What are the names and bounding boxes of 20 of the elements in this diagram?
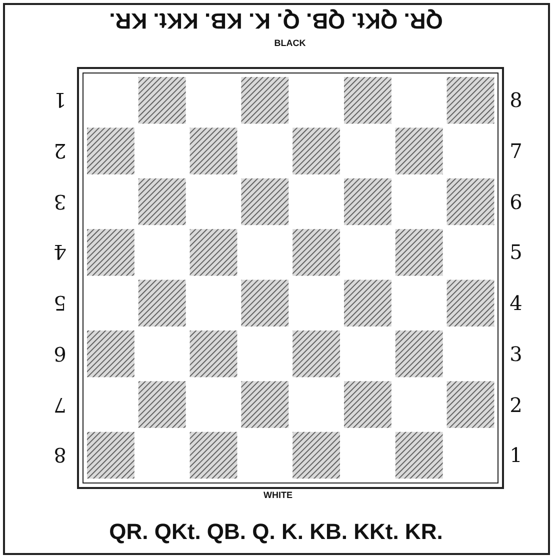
- rank-number: 2: [52, 139, 68, 164]
- rank-number: 6: [508, 190, 524, 214]
- rank-number: 3: [508, 342, 524, 366]
- rank-number: 7: [52, 392, 68, 417]
- rank-number: 1: [52, 88, 68, 112]
- file-names-label: QR. QKt. QB. Q. K. KB. KKt. KR.: [108, 518, 444, 546]
- rank-number: 4: [52, 240, 68, 264]
- rank-number: 8: [508, 88, 524, 112]
- rank-number: 1: [508, 443, 524, 468]
- rank-number: 4: [508, 291, 524, 316]
- rank-number: 3: [52, 190, 68, 214]
- side-label: BLACK: [273, 38, 307, 48]
- rank-number: 6: [52, 342, 68, 366]
- side-label: WHITE: [262, 490, 294, 500]
- rank-number: 2: [508, 392, 524, 417]
- file-names-label: QR. QKt. QB. Q. K. KB. KKt. KR.: [108, 7, 444, 34]
- rank-number: 5: [508, 240, 524, 264]
- rank-number: 7: [508, 139, 524, 164]
- rank-number: 8: [52, 443, 68, 468]
- rank-number: 5: [52, 291, 68, 316]
